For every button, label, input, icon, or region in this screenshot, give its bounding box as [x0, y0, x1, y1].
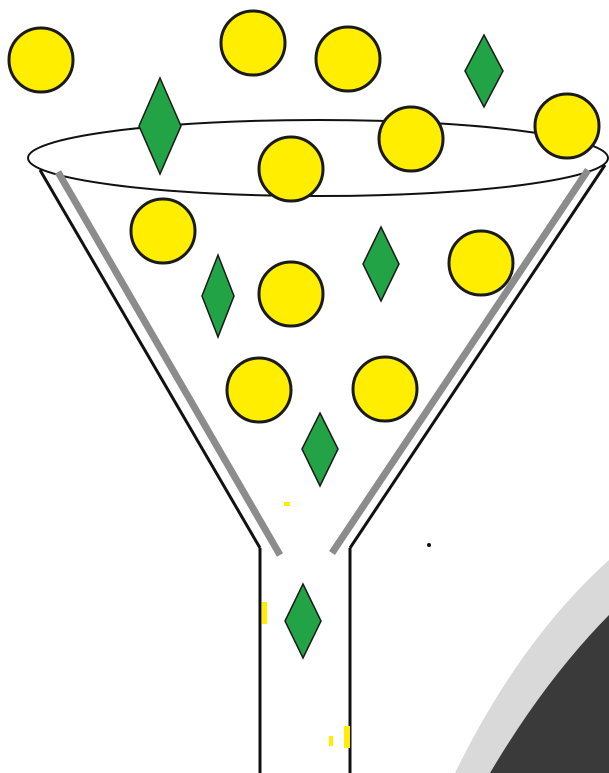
yellow-circle [449, 231, 513, 295]
yellow-fragment [344, 726, 350, 748]
green-diamond [285, 584, 321, 658]
yellow-circle [259, 262, 323, 326]
yellow-fragment [329, 736, 333, 746]
yellow-circle [379, 107, 443, 171]
yellow-circle [227, 358, 291, 422]
dark-speck [427, 543, 431, 547]
yellow-circle [9, 28, 73, 92]
yellow-fragment [284, 502, 290, 506]
green-diamond [465, 35, 503, 107]
green-diamond [363, 227, 399, 301]
yellow-circle [316, 27, 380, 91]
yellow-circle [221, 11, 285, 75]
yellow-circle [131, 199, 195, 263]
yellow-circle [259, 137, 323, 201]
green-diamond [139, 78, 181, 174]
yellow-circle [353, 357, 417, 421]
yellow-circle [535, 94, 599, 158]
green-diamond [202, 255, 234, 337]
green-diamond [302, 413, 338, 486]
yellow-fragment [262, 602, 267, 624]
